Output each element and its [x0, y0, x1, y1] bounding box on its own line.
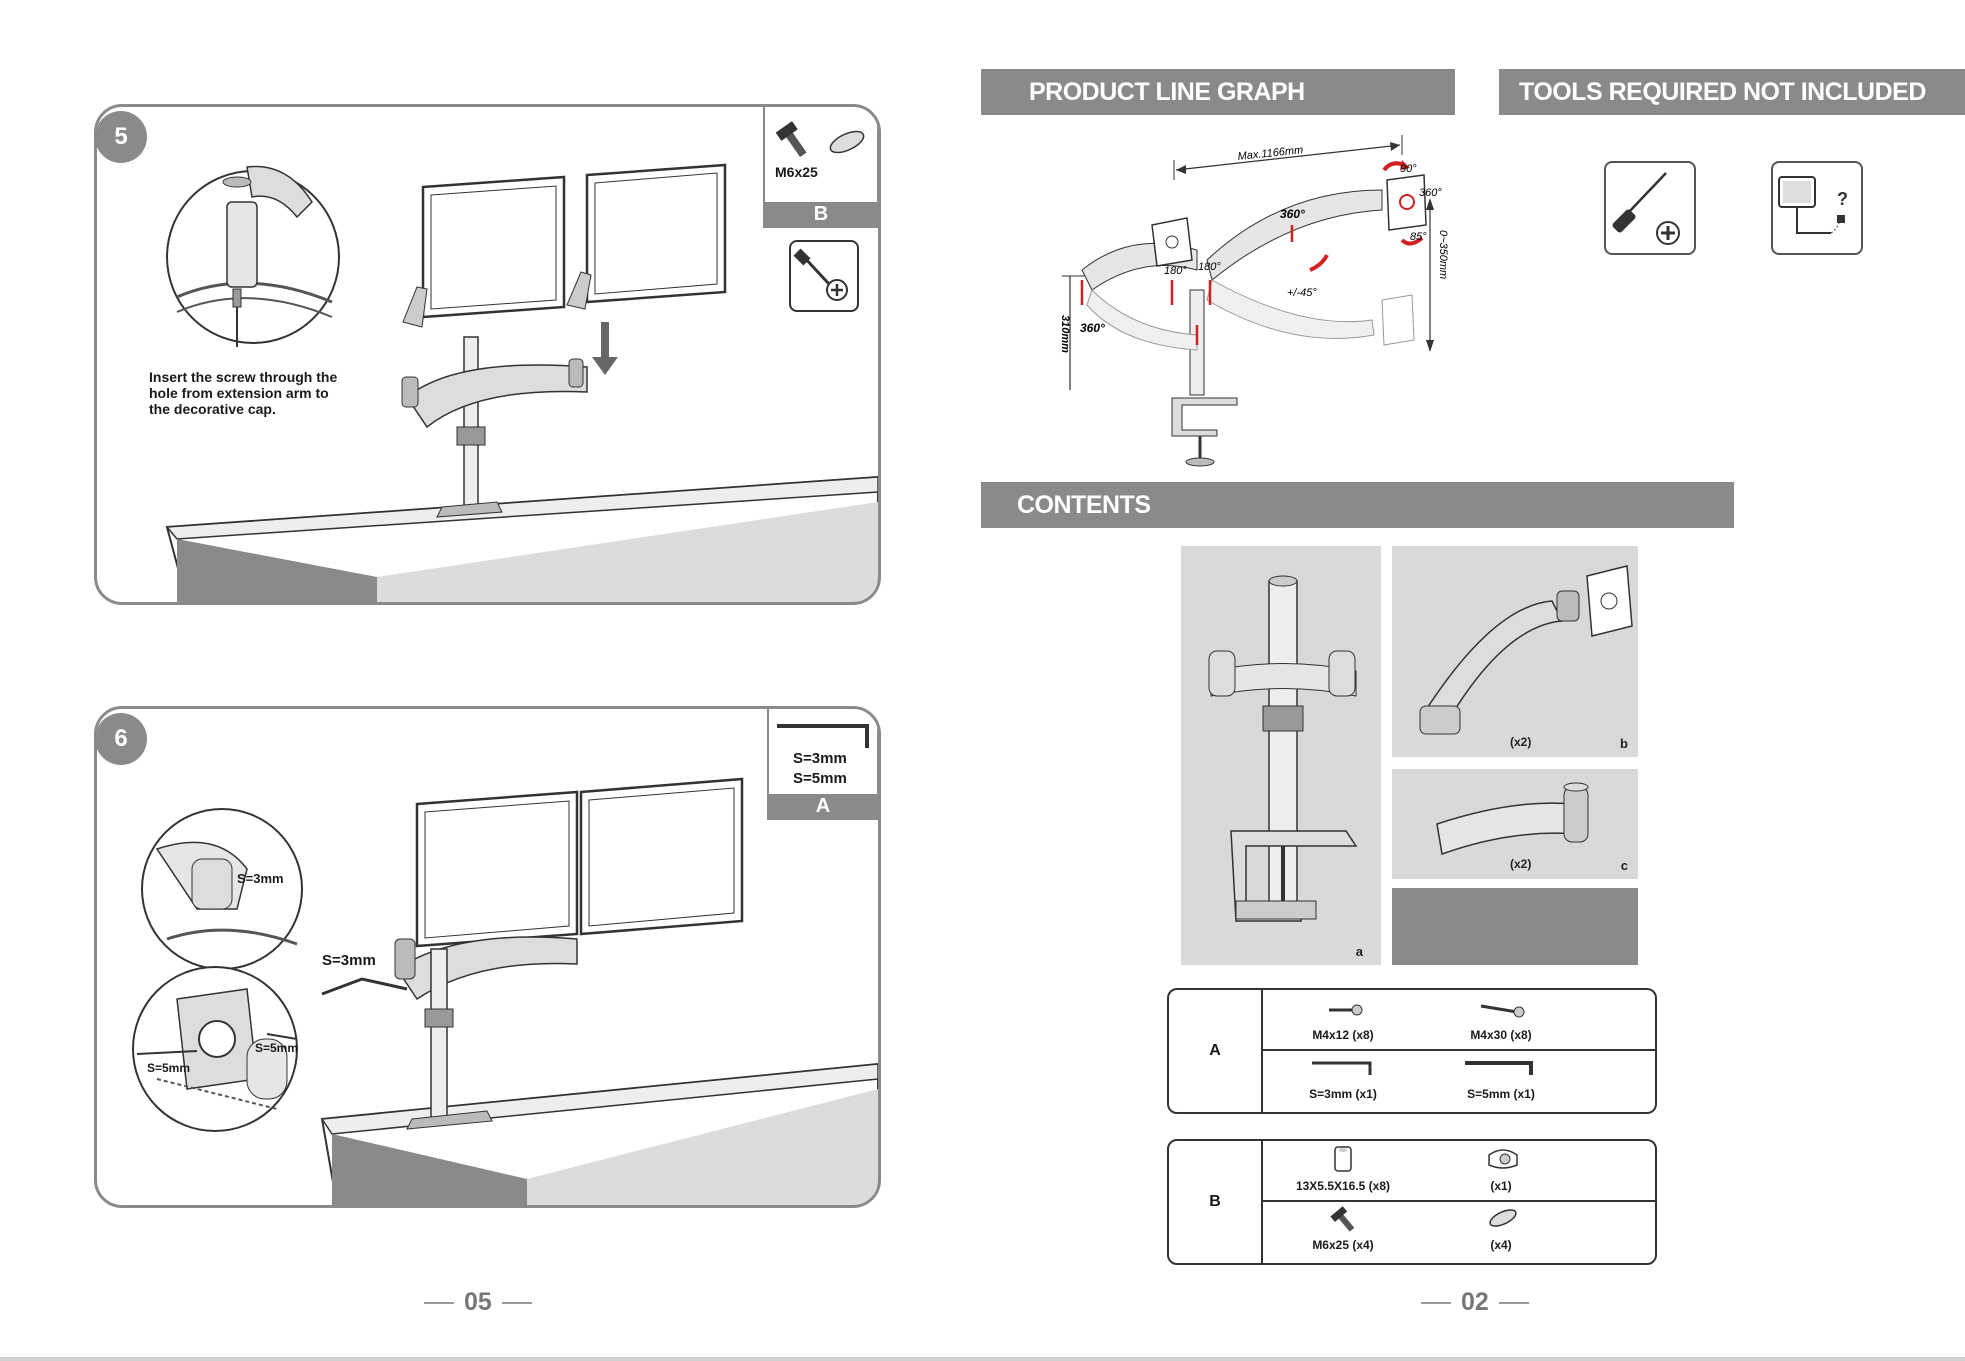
hardware-item-label: (x4): [1490, 1238, 1512, 1252]
hardware-item-label: M4x12 (x8): [1312, 1028, 1374, 1042]
part-box-b: M6x25 B: [763, 107, 878, 228]
section-title: CONTENTS: [1017, 491, 1151, 519]
image-letter: a: [1355, 944, 1363, 959]
mouse-tool-box: ?: [1771, 161, 1863, 255]
rotate-base-label: 360°: [1080, 321, 1105, 335]
decorative-cap-icon: [1489, 1209, 1517, 1227]
contents-image-a: a: [1181, 546, 1381, 965]
hardware-item-label: 13X5.5X16.5 (x8): [1295, 1179, 1391, 1193]
part-box-a: S=3mm S=5mm A: [767, 709, 878, 820]
detail-callout: S=3mm: [237, 871, 284, 886]
extension-arm-illustration: [1436, 782, 1589, 856]
screw-and-cap-icon: [775, 121, 865, 158]
image-quantity: (x2): [1510, 857, 1532, 871]
bottom-edge: [0, 1357, 1965, 1361]
swivel-right-label: 180°: [1198, 261, 1221, 273]
hardware-row: M6x25 (x4) (x4): [1263, 1202, 1655, 1261]
image-quantity: (x2): [1510, 735, 1532, 749]
page-number: 02: [1461, 1288, 1489, 1316]
step-6-panel: 6 S=3mm S=5mm A S=3mm S=3mm S=5mm S=5mm: [94, 706, 881, 1208]
tilt-label: +/-45°: [1287, 287, 1317, 299]
detail-callout: S=5mm: [255, 1041, 299, 1055]
hardware-item-label: M4x30 (x8): [1470, 1028, 1532, 1042]
detail-callout: S=5mm: [147, 1061, 191, 1075]
svg-text:?: ?: [1837, 189, 1848, 209]
step-5-illustration: [165, 163, 878, 602]
hardware-item-label: S=3mm (x1): [1309, 1087, 1377, 1101]
hex-key-icon: [777, 724, 869, 748]
screwdriver-icon: [793, 248, 848, 301]
step-5-panel: 5 Insert the screw through the hole from…: [94, 104, 881, 605]
part-tag: A: [769, 794, 877, 818]
instruction-line: hole from extension arm to: [149, 385, 329, 401]
hardware-row: S=3mm (x1) S=5mm (x1): [1263, 1051, 1655, 1110]
image-letter: b: [1620, 736, 1628, 751]
screwdriver-tool-box: [1604, 161, 1696, 255]
part-tag: B: [765, 202, 877, 226]
cable-clip-icon: [1488, 1149, 1518, 1169]
contents-header: CONTENTS: [981, 482, 1734, 528]
section-title: PRODUCT LINE GRAPH: [1029, 78, 1305, 106]
hardware-row: M4x12 (x8) M4x30 (x8): [1263, 990, 1655, 1051]
gas-spring-arm-illustration: [1419, 565, 1633, 735]
image-letter: c: [1620, 858, 1628, 873]
product-line-graph-header: PRODUCT LINE GRAPH: [981, 69, 1455, 115]
swivel-top-label: 360°: [1280, 207, 1305, 221]
height-range-label: 0~350mm: [1437, 230, 1449, 279]
hardware-table-b: B 13X5.5X16.5 (x8) (x1) M6x25 (x4) (x4): [1167, 1139, 1657, 1265]
contents-image-b: (x2) b: [1392, 546, 1638, 757]
phillips-screwdriver-icon: [1612, 172, 1680, 245]
computer-mouse-icon: ?: [1778, 176, 1848, 234]
instruction-line: the decorative cap.: [149, 401, 276, 417]
hex-key-5mm-icon: [1465, 1061, 1533, 1075]
arm-callout: S=3mm: [322, 952, 376, 969]
part-size-label: S=3mm: [793, 750, 847, 767]
screw-m4x30-icon: [1480, 1004, 1525, 1018]
page-number-right: 02: [1421, 1288, 1529, 1317]
step-number-badge: 6: [97, 713, 147, 765]
tilt-down-label: 85°: [1410, 231, 1427, 243]
section-title: TOOLS REQUIRED NOT INCLUDED: [1519, 78, 1926, 106]
instruction-line: Insert the screw through the: [149, 369, 338, 385]
hardware-item-label: M6x25 (x4): [1312, 1238, 1374, 1252]
max-width-label: Max.1166mm: [1237, 144, 1304, 163]
pole-height-label: 310mm: [1059, 315, 1071, 353]
spacer-icon: [1334, 1146, 1352, 1172]
screw-m4x12-icon: [1329, 1004, 1363, 1016]
product-line-graph: Max.1166mm 90° 360° 360° 85° 0~350mm 180…: [1052, 130, 1452, 480]
hardware-key: A: [1169, 990, 1263, 1112]
tilt-up-label: 90°: [1400, 163, 1417, 175]
hardware-item-label: S=5mm (x1): [1467, 1087, 1535, 1101]
step-6-illustration: [132, 777, 878, 1205]
part-label: M6x25: [775, 164, 818, 180]
hardware-table-a: A M4x12 (x8) M4x30 (x8) S=3mm (x1) S=5mm…: [1167, 988, 1657, 1114]
step-5-instruction: Insert the screw through the hole from e…: [149, 369, 337, 417]
hardware-row: 13X5.5X16.5 (x8) (x1): [1263, 1141, 1655, 1202]
pole-base-clamp-illustration: [1208, 575, 1358, 922]
empty-contents-block: [1392, 888, 1638, 965]
hardware-key: B: [1169, 1141, 1263, 1263]
page-number: 05: [464, 1288, 492, 1316]
hardware-item-label: (x1): [1490, 1179, 1512, 1193]
screwdriver-tool-box: [789, 240, 859, 312]
rotate-right-label: 360°: [1419, 187, 1442, 199]
swivel-left-label: 180°: [1164, 265, 1187, 277]
page-number-left: 05: [424, 1288, 532, 1317]
part-size-label: S=5mm: [793, 770, 847, 787]
hex-key-3mm-icon: [1312, 1061, 1372, 1075]
screw-m6x25-icon: [1330, 1206, 1355, 1232]
contents-image-c: (x2) c: [1392, 769, 1638, 879]
step-number-badge: 5: [97, 111, 147, 163]
product-diagram: Max.1166mm 90° 360° 360° 85° 0~350mm 180…: [1059, 135, 1449, 467]
tools-header: TOOLS REQUIRED NOT INCLUDED: [1499, 69, 1965, 115]
